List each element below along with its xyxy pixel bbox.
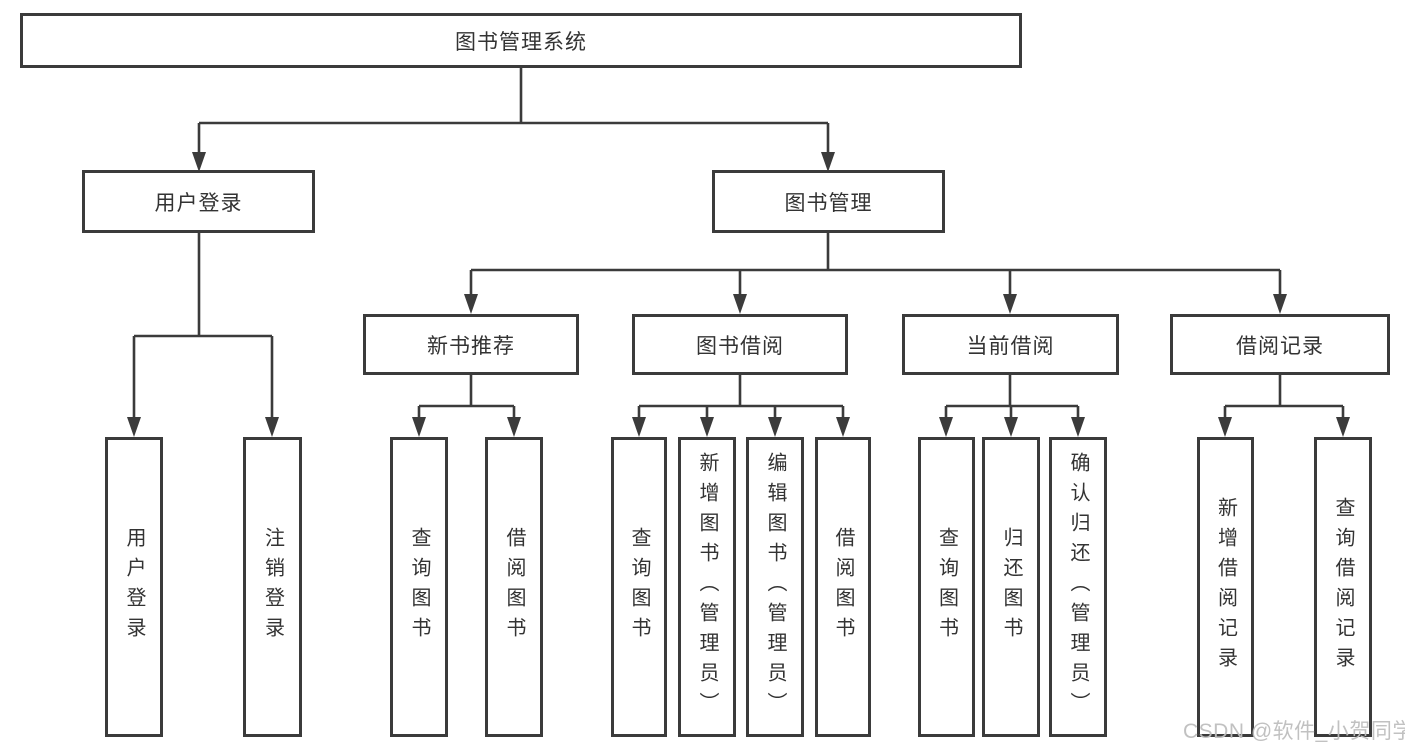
- node-root: 图书管理系统: [20, 13, 1022, 68]
- node-user-login-label: 用户登录: [154, 191, 243, 215]
- node-book-borrow-label: 图书借阅: [696, 334, 784, 358]
- node-new-book-recommend: 新书推荐: [363, 314, 579, 375]
- arrowheads: [127, 152, 1350, 437]
- node-borrow-book-recommend-label: 借阅图书: [503, 527, 525, 647]
- node-current-borrow-label: 当前借阅: [966, 334, 1055, 358]
- node-add-book-admin-label: 新增图书（管理员）: [696, 452, 718, 722]
- node-confirm-return-admin-label: 确认归还（管理员）: [1067, 452, 1089, 722]
- node-logout-action-label: 注销登录: [261, 527, 284, 647]
- node-query-books-recommend: 查询图书: [390, 437, 448, 737]
- node-query-books-borrow: 查询图书: [611, 437, 667, 737]
- node-current-borrow: 当前借阅: [902, 314, 1119, 375]
- node-book-borrow: 图书借阅: [632, 314, 848, 375]
- node-query-borrow-record-label: 查询借阅记录: [1332, 497, 1354, 677]
- node-book-management-label: 图书管理: [784, 191, 873, 215]
- node-query-books-borrow-label: 查询图书: [628, 527, 650, 647]
- node-borrow-records-label: 借阅记录: [1236, 334, 1324, 358]
- node-new-book-recommend-label: 新书推荐: [427, 334, 515, 358]
- node-return-book: 归还图书: [982, 437, 1040, 737]
- node-query-borrow-record: 查询借阅记录: [1314, 437, 1372, 737]
- node-return-book-label: 归还图书: [1000, 527, 1022, 647]
- node-query-books-current-label: 查询图书: [935, 527, 958, 647]
- node-borrow-book-action-label: 借阅图书: [832, 527, 854, 647]
- node-add-borrow-record-label: 新增借阅记录: [1214, 497, 1237, 677]
- node-user-login: 用户登录: [82, 170, 315, 233]
- node-user-login-action: 用户登录: [105, 437, 163, 737]
- node-confirm-return-admin: 确认归还（管理员）: [1049, 437, 1107, 737]
- node-query-books-current: 查询图书: [918, 437, 975, 737]
- node-borrow-book-recommend: 借阅图书: [485, 437, 543, 737]
- csdn-watermark: CSDN @软件_小贺同学: [1183, 720, 1405, 743]
- connector-lines: [132, 68, 1345, 419]
- node-root-label: 图书管理系统: [455, 30, 587, 54]
- node-logout-action: 注销登录: [243, 437, 302, 737]
- node-add-book-admin: 新增图书（管理员）: [678, 437, 736, 737]
- node-borrow-book-action: 借阅图书: [815, 437, 871, 737]
- node-edit-book-admin: 编辑图书（管理员）: [746, 437, 804, 737]
- node-user-login-action-label: 用户登录: [123, 527, 145, 647]
- node-add-borrow-record: 新增借阅记录: [1197, 437, 1254, 737]
- node-query-books-recommend-label: 查询图书: [408, 527, 430, 647]
- node-book-management: 图书管理: [712, 170, 945, 233]
- node-edit-book-admin-label: 编辑图书（管理员）: [764, 452, 786, 722]
- node-borrow-records: 借阅记录: [1170, 314, 1390, 375]
